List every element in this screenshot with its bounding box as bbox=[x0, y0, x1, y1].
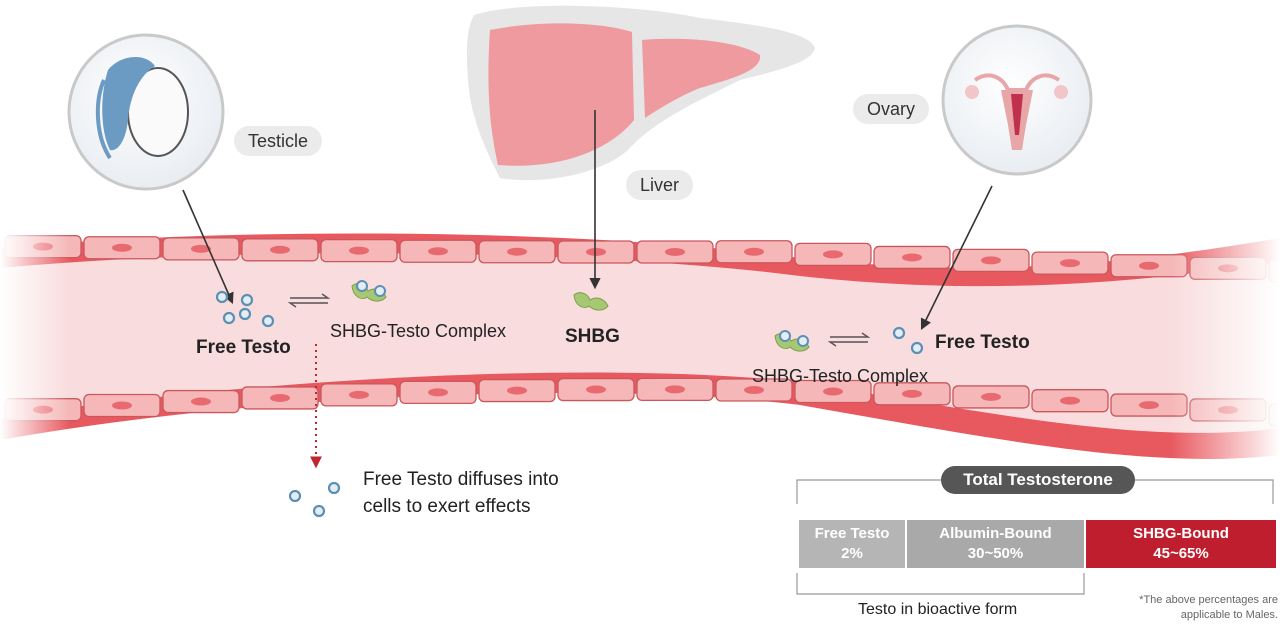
cell-nucleus bbox=[1139, 401, 1159, 410]
testosterone-molecule bbox=[222, 311, 236, 325]
cell-nucleus bbox=[665, 247, 685, 256]
cell-nucleus bbox=[823, 250, 843, 259]
cell-nucleus bbox=[507, 247, 527, 256]
cell-nucleus bbox=[507, 386, 527, 395]
bar-segment-free-value: 2% bbox=[841, 545, 863, 562]
testosterone-molecule bbox=[238, 307, 252, 321]
ovary-illustration bbox=[941, 24, 1093, 176]
cell-nucleus bbox=[428, 247, 448, 256]
cell-nucleus bbox=[1060, 396, 1080, 405]
cell-nucleus bbox=[428, 388, 448, 397]
cell-nucleus bbox=[981, 256, 1001, 265]
diffusion-caption-line2: cells to exert effects bbox=[363, 496, 531, 517]
cell-nucleus bbox=[112, 243, 132, 252]
cell-nucleus bbox=[1139, 261, 1159, 270]
cell-nucleus bbox=[270, 245, 290, 254]
bar-segment-shbg-name: SHBG-Bound bbox=[1133, 525, 1229, 542]
bar-segment-shbg-value: 45~65% bbox=[1153, 545, 1209, 562]
testicle-illustration bbox=[67, 33, 225, 191]
complex-label-right: SHBG-Testo Complex bbox=[752, 366, 929, 386]
shbg-protein bbox=[573, 292, 609, 311]
bioactive-bracket bbox=[796, 573, 1085, 595]
bioactive-label: Testo in bioactive form bbox=[858, 601, 1018, 618]
total-testosterone-title: Total Testosterone bbox=[941, 466, 1135, 494]
testosterone-molecule bbox=[312, 504, 326, 518]
cell-nucleus bbox=[349, 246, 369, 255]
footnote: *The above percentages are applicable to… bbox=[1080, 593, 1278, 623]
cell-nucleus bbox=[744, 247, 764, 256]
shbg-testo-complex-left bbox=[351, 280, 387, 302]
testosterone-molecule bbox=[288, 489, 302, 503]
ovary-label: Ovary bbox=[853, 94, 930, 124]
cell-nucleus bbox=[349, 390, 369, 399]
cell-nucleus bbox=[823, 387, 843, 396]
cell-nucleus bbox=[744, 386, 764, 395]
bar-segment-albumin-value: 30~50% bbox=[967, 545, 1024, 562]
bar-segment-shbg: SHBG-Bound 45~65% bbox=[1086, 520, 1276, 568]
ovary-arrow bbox=[920, 185, 993, 331]
testosterone-molecule bbox=[240, 293, 254, 307]
bar-segment-albumin: Albumin-Bound 30~50% bbox=[907, 520, 1084, 568]
testosterone-molecule bbox=[892, 326, 906, 340]
total-bracket bbox=[796, 479, 1274, 504]
bar-segment-free-name: Free Testo bbox=[814, 525, 890, 542]
diffusion-caption-line1: Free Testo diffuses into bbox=[363, 469, 559, 490]
diffusion-caption: Free Testo diffuses into cells to exert … bbox=[363, 466, 559, 520]
complex-label-left: SHBG-Testo Complex bbox=[330, 321, 507, 341]
shbg-testo-complex-right bbox=[774, 330, 810, 352]
cell-nucleus bbox=[191, 244, 211, 253]
bar-segment-albumin-name: Albumin-Bound bbox=[939, 525, 1052, 542]
cell-nucleus bbox=[270, 393, 290, 402]
blood-vessel bbox=[0, 220, 1280, 480]
testosterone-molecule bbox=[261, 314, 275, 328]
testosterone-molecule bbox=[910, 341, 924, 355]
cell-nucleus bbox=[586, 385, 606, 394]
cell-nucleus bbox=[112, 401, 132, 410]
cell-nucleus bbox=[981, 392, 1001, 401]
free-testo-label-right: Free Testo bbox=[935, 332, 1030, 353]
testicle-label: Testicle bbox=[234, 126, 323, 156]
cell-nucleus bbox=[1060, 259, 1080, 268]
free-testo-label-left: Free Testo bbox=[196, 337, 291, 358]
testosterone-molecule bbox=[215, 290, 229, 304]
equilibrium-arrows-left bbox=[287, 293, 331, 308]
shbg-label: SHBG bbox=[565, 326, 620, 347]
cell-nucleus bbox=[191, 397, 211, 406]
footnote-line2: applicable to Males. bbox=[1180, 609, 1278, 621]
cell-nucleus bbox=[902, 389, 922, 398]
cell-nucleus bbox=[902, 253, 922, 262]
liver-illustration bbox=[466, 5, 815, 181]
liver-label: Liver bbox=[626, 170, 694, 200]
testosterone-molecule bbox=[327, 481, 341, 495]
footnote-line1: *The above percentages are bbox=[1139, 594, 1278, 606]
cell-nucleus bbox=[665, 385, 685, 394]
cell-nucleus bbox=[586, 247, 606, 256]
equilibrium-arrows-right bbox=[827, 332, 871, 347]
testicle-arrow bbox=[182, 189, 234, 305]
bar-segment-free: Free Testo 2% bbox=[799, 520, 905, 568]
